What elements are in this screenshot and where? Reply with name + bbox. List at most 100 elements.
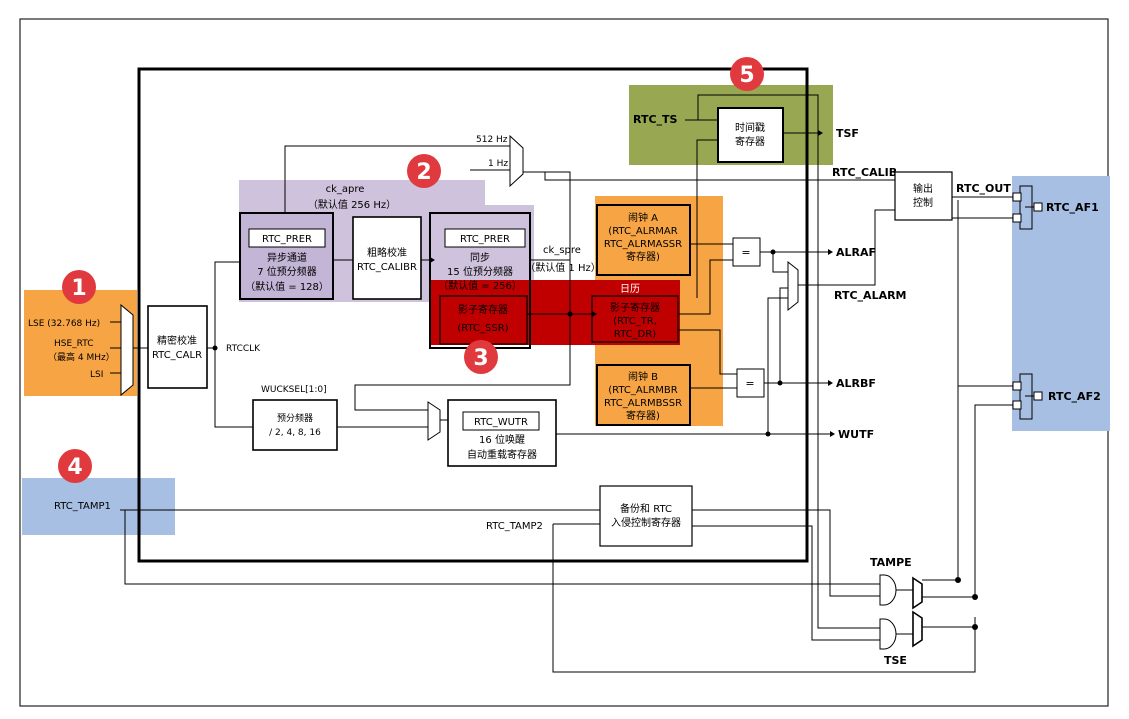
alraf-label: ALRAF bbox=[836, 246, 876, 259]
compare-b-label: = bbox=[745, 377, 754, 390]
af1-pin bbox=[1033, 202, 1043, 212]
timestamp-register: 寄存器 bbox=[735, 135, 765, 148]
tampe-label: TAMPE bbox=[870, 556, 912, 569]
alarm-b-reg3: 寄存器) bbox=[626, 409, 660, 422]
alarm-output-mux bbox=[787, 260, 799, 312]
timestamp-mux bbox=[912, 610, 923, 648]
hse-label: HSE_RTC bbox=[54, 339, 94, 349]
svg-text:4: 4 bbox=[67, 455, 82, 480]
rtc-af1-label: RTC_AF1 bbox=[1046, 201, 1099, 214]
output-control-line2: 控制 bbox=[913, 196, 933, 209]
zone-clock-sources bbox=[24, 290, 137, 396]
af1-bracket bbox=[1019, 185, 1033, 230]
prer-async-line1: 异步通道 bbox=[267, 251, 307, 264]
shadow-tr-dr-reg2: RTC_DR) bbox=[614, 329, 656, 340]
prer-sync-line2: 15 位预分频器 bbox=[447, 265, 513, 278]
lse-label: LSE (32.768 Hz) bbox=[28, 319, 100, 329]
clock-source-mux bbox=[120, 303, 134, 397]
backup-line2: 入侵控制寄存器 bbox=[611, 516, 681, 529]
af2-pin bbox=[1033, 391, 1043, 401]
alarm-b-reg1: (RTC_ALRMBR bbox=[608, 385, 677, 396]
alarm-b-block bbox=[596, 364, 691, 426]
svg-text:5: 5 bbox=[739, 63, 754, 88]
compare-b-box bbox=[736, 368, 765, 398]
freq-1-label: 1 Hz bbox=[488, 159, 508, 169]
svg-text:1: 1 bbox=[71, 276, 86, 301]
tamper-mux bbox=[912, 576, 923, 610]
alarm-a-block bbox=[596, 204, 691, 276]
calendar-label: 日历 bbox=[620, 283, 640, 295]
prer-sync-line3: （默认值 = 256） bbox=[438, 279, 522, 292]
prescaler-title: 预分频器 bbox=[277, 412, 313, 424]
badge-1: 1 bbox=[62, 270, 96, 304]
wutr-title: RTC_WUTR bbox=[474, 417, 528, 428]
badge-3: 3 bbox=[464, 340, 498, 374]
calib-select-mux bbox=[509, 134, 524, 188]
rtc-core-frame bbox=[137, 67, 809, 563]
af2-bracket bbox=[1019, 373, 1033, 420]
alarm-b-reg2: RTC_ALRMBSSR bbox=[604, 398, 682, 409]
af1-pin-in bbox=[1012, 213, 1022, 223]
prescaler-ratios: / 2, 4, 8, 16 bbox=[269, 428, 321, 438]
prer-async-title: RTC_PRER bbox=[262, 234, 312, 245]
calr-register: RTC_CALR bbox=[152, 350, 202, 361]
alarm-a-reg2: RTC_ALRMASSR bbox=[604, 239, 682, 250]
prer-sync-title-box bbox=[444, 228, 526, 248]
ssr-title: 影子寄存器 bbox=[458, 303, 508, 316]
output-control-block bbox=[894, 171, 953, 221]
af1-pin-out bbox=[1012, 192, 1022, 202]
badge-2: 2 bbox=[407, 154, 441, 188]
alarm-a-reg3: 寄存器) bbox=[626, 250, 660, 263]
alarm-a-title: 闹钟 A bbox=[628, 211, 658, 224]
rtc-af2-label: RTC_AF2 bbox=[1048, 390, 1101, 403]
timestamp-title: 时间戳 bbox=[735, 121, 765, 134]
badge-5: 5 bbox=[730, 57, 764, 91]
prer-async-block bbox=[239, 212, 334, 300]
wutr-title-box bbox=[462, 411, 540, 431]
calibr-block bbox=[352, 216, 422, 300]
signal-wires bbox=[110, 94, 1042, 673]
svg-text:3: 3 bbox=[473, 346, 488, 371]
ck-spre-default: （默认值 1 Hz） bbox=[525, 261, 601, 274]
rtc-tamp2-label: RTC_TAMP2 bbox=[486, 521, 543, 532]
zone-shadow-registers bbox=[430, 280, 680, 345]
prer-sync-line1: 同步 bbox=[470, 252, 490, 264]
rtc-out-label: RTC_OUT bbox=[956, 182, 1011, 195]
prer-async-line2: 7 位预分频器 bbox=[257, 265, 317, 278]
shadow-tr-dr-title: 影子寄存器 bbox=[610, 301, 660, 314]
zone-alternate-outputs bbox=[1012, 176, 1110, 431]
ck-spre-label: ck_spre bbox=[543, 245, 581, 256]
hse-note: （最高 4 MHz） bbox=[48, 351, 115, 363]
af2-pin-a bbox=[1012, 381, 1022, 391]
ck-apre-default: （默认值 256 Hz） bbox=[308, 198, 396, 211]
rtc-tamp1-label: RTC_TAMP1 bbox=[54, 501, 111, 512]
wutf-label: WUTF bbox=[838, 428, 874, 441]
prer-async-title-box bbox=[248, 228, 326, 248]
timestamp-block bbox=[717, 107, 784, 163]
junction-dots bbox=[212, 249, 978, 630]
alarm-b-title: 闹钟 B bbox=[628, 370, 658, 383]
tse-and-gate bbox=[879, 618, 897, 650]
calibr-title: 粗略校准 bbox=[367, 246, 407, 259]
tsf-label: TSF bbox=[836, 127, 859, 140]
wutr-line1: 16 位唤醒 bbox=[479, 433, 525, 446]
svg-text:2: 2 bbox=[416, 160, 431, 185]
ck-apre-label: ck_apre bbox=[326, 184, 365, 195]
compare-a-label: = bbox=[741, 246, 750, 259]
prescaler-block bbox=[252, 399, 338, 451]
rtcclk-label: RTCCLK bbox=[226, 344, 261, 354]
rtc-ts-label: RTC_TS bbox=[633, 113, 678, 126]
tse-label: TSE bbox=[884, 654, 907, 667]
zone-tamper-input bbox=[22, 478, 175, 535]
prer-async-line3: （默认值 = 128） bbox=[245, 280, 329, 293]
lsi-label: LSI bbox=[90, 370, 103, 380]
alrbf-label: ALRBF bbox=[836, 377, 876, 390]
wucksel-label: WUCKSEL[1:0] bbox=[261, 385, 327, 395]
rtc-calib-label: RTC_CALIB bbox=[832, 166, 897, 179]
shadow-tr-dr-reg1: (RTC_TR, bbox=[613, 316, 657, 327]
wutr-block bbox=[447, 399, 557, 467]
wakeup-clock-mux bbox=[427, 401, 441, 441]
freq-512-label: 512 Hz bbox=[476, 135, 508, 145]
backup-line1: 备份和 RTC bbox=[620, 502, 672, 515]
